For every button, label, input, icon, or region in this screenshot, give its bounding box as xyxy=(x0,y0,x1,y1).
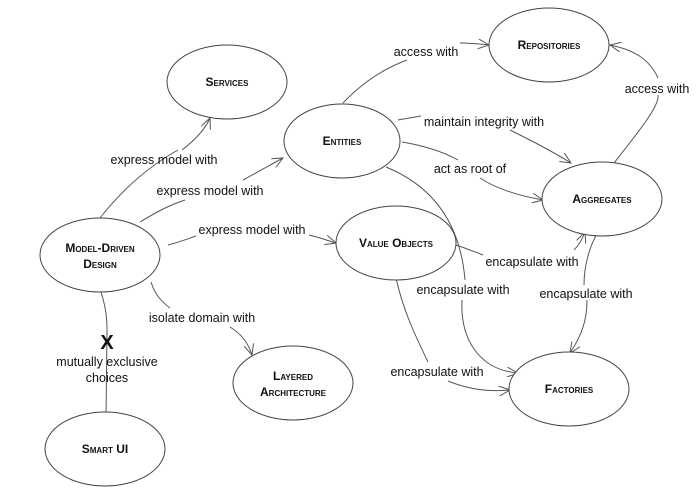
node-factories[interactable]: Factories xyxy=(508,351,630,427)
node-entities-label: Entities xyxy=(323,134,362,148)
exclusion-label-line1: mutually exclusive xyxy=(56,355,157,369)
edge-label-mdd-valueobjects: express model with xyxy=(199,223,306,237)
node-model-driven-design[interactable]: Model-Driven Design xyxy=(39,217,161,293)
edge-label-aggregates-factories: encapsulate with xyxy=(539,287,632,301)
node-layered-label-line2: Architecture xyxy=(260,385,327,399)
node-aggregates-label: Aggregates xyxy=(572,192,632,206)
edge-label-valueobjects-factories: encapsulate with xyxy=(390,365,483,379)
edge-valueobjects-aggregates xyxy=(455,232,585,256)
edge-entities-root xyxy=(401,141,543,200)
node-mdd-label-line2: Design xyxy=(83,257,117,271)
edge-entities-factories xyxy=(385,166,518,373)
edge-label-entities-repositories: access with xyxy=(394,45,459,59)
node-services[interactable]: Services xyxy=(166,44,288,120)
edge-label-entities-root: act as root of xyxy=(434,162,507,176)
node-services-label: Services xyxy=(206,75,250,89)
node-value-objects-label: Value Objects xyxy=(359,236,434,250)
node-value-objects[interactable]: Value Objects xyxy=(335,205,457,281)
node-aggregates[interactable]: Aggregates xyxy=(541,161,663,237)
edge-aggregates-repositories xyxy=(610,45,659,164)
edge-mdd-smartui xyxy=(100,291,108,421)
edge-label-entities-factories: encapsulate with xyxy=(416,283,509,297)
edge-label-aggregates-repositories: access with xyxy=(625,82,690,96)
edge-mdd-valueobjects xyxy=(167,235,336,245)
edge-label-mdd-layered: isolate domain with xyxy=(149,311,255,325)
edge-mdd-entities xyxy=(139,158,283,223)
node-layered-label-line1: Layered xyxy=(273,369,313,383)
edge-entities-repositories xyxy=(342,43,489,104)
node-repositories-label: Repositories xyxy=(518,38,581,52)
node-repositories[interactable]: Repositories xyxy=(488,7,610,83)
node-entities[interactable]: Entities xyxy=(283,103,401,179)
edge-label-entities-integrity: maintain integrity with xyxy=(424,115,544,129)
node-smart-ui-label: Smart UI xyxy=(82,442,128,456)
edge-label-mdd-services: express model with xyxy=(111,153,218,167)
edge-mdd-layered xyxy=(150,281,252,355)
mutually-exclusive-x-mark: X xyxy=(100,332,114,354)
exclusion-label-line2: choices xyxy=(86,371,128,385)
edge-label-mdd-entities: express model with xyxy=(157,184,264,198)
node-smart-ui[interactable]: Smart UI xyxy=(44,411,166,487)
node-mdd-label-line1: Model-Driven xyxy=(65,241,135,255)
edge-entities-integrity xyxy=(397,115,571,163)
edge-valueobjects-factories xyxy=(395,277,510,391)
edge-label-valueobjects-aggregates: encapsulate with xyxy=(485,255,578,269)
node-layered-architecture[interactable]: Layered Architecture xyxy=(232,345,354,421)
edge-mdd-services xyxy=(99,118,210,219)
node-factories-label: Factories xyxy=(545,382,594,396)
